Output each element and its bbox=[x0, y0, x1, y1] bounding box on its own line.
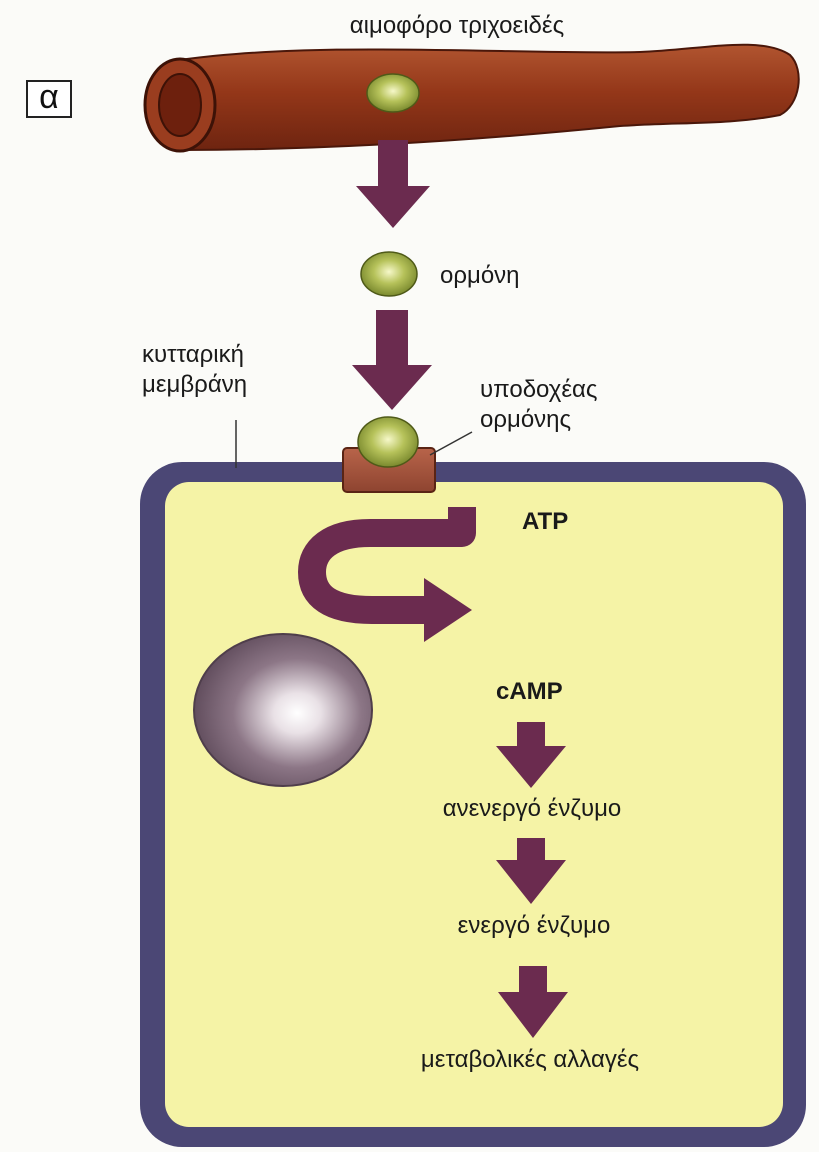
hormone-in-capillary bbox=[367, 74, 419, 112]
hormone-label: ορμόνη bbox=[440, 262, 520, 290]
hormone bbox=[361, 252, 417, 296]
capillary-vessel bbox=[145, 45, 799, 151]
receptor-label-line2: ορμόνης bbox=[480, 406, 571, 434]
membrane-label-line2: μεμβράνη bbox=[142, 371, 247, 399]
metabolic-changes-label: μεταβολικές αλλαγές bbox=[380, 1046, 680, 1074]
capillary-label: αιμοφόρο τριχοειδές bbox=[292, 12, 622, 40]
arrow-hormone-to-receptor bbox=[352, 310, 432, 410]
atp-label: ATP bbox=[522, 508, 568, 536]
receptor-pointer bbox=[430, 432, 472, 455]
camp-label: cAMP bbox=[496, 678, 563, 706]
arrow-capillary-to-hormone bbox=[356, 140, 430, 228]
nucleus bbox=[194, 634, 372, 786]
active-enzyme-label: ενεργό ένζυμο bbox=[420, 912, 648, 940]
membrane-label-line1: κυτταρική bbox=[142, 341, 244, 369]
inactive-enzyme-label: ανενεργό ένζυμο bbox=[410, 795, 654, 823]
panel-label: α bbox=[26, 80, 72, 118]
bound-hormone bbox=[358, 417, 418, 467]
receptor-label-line1: υποδοχέας bbox=[480, 376, 598, 404]
